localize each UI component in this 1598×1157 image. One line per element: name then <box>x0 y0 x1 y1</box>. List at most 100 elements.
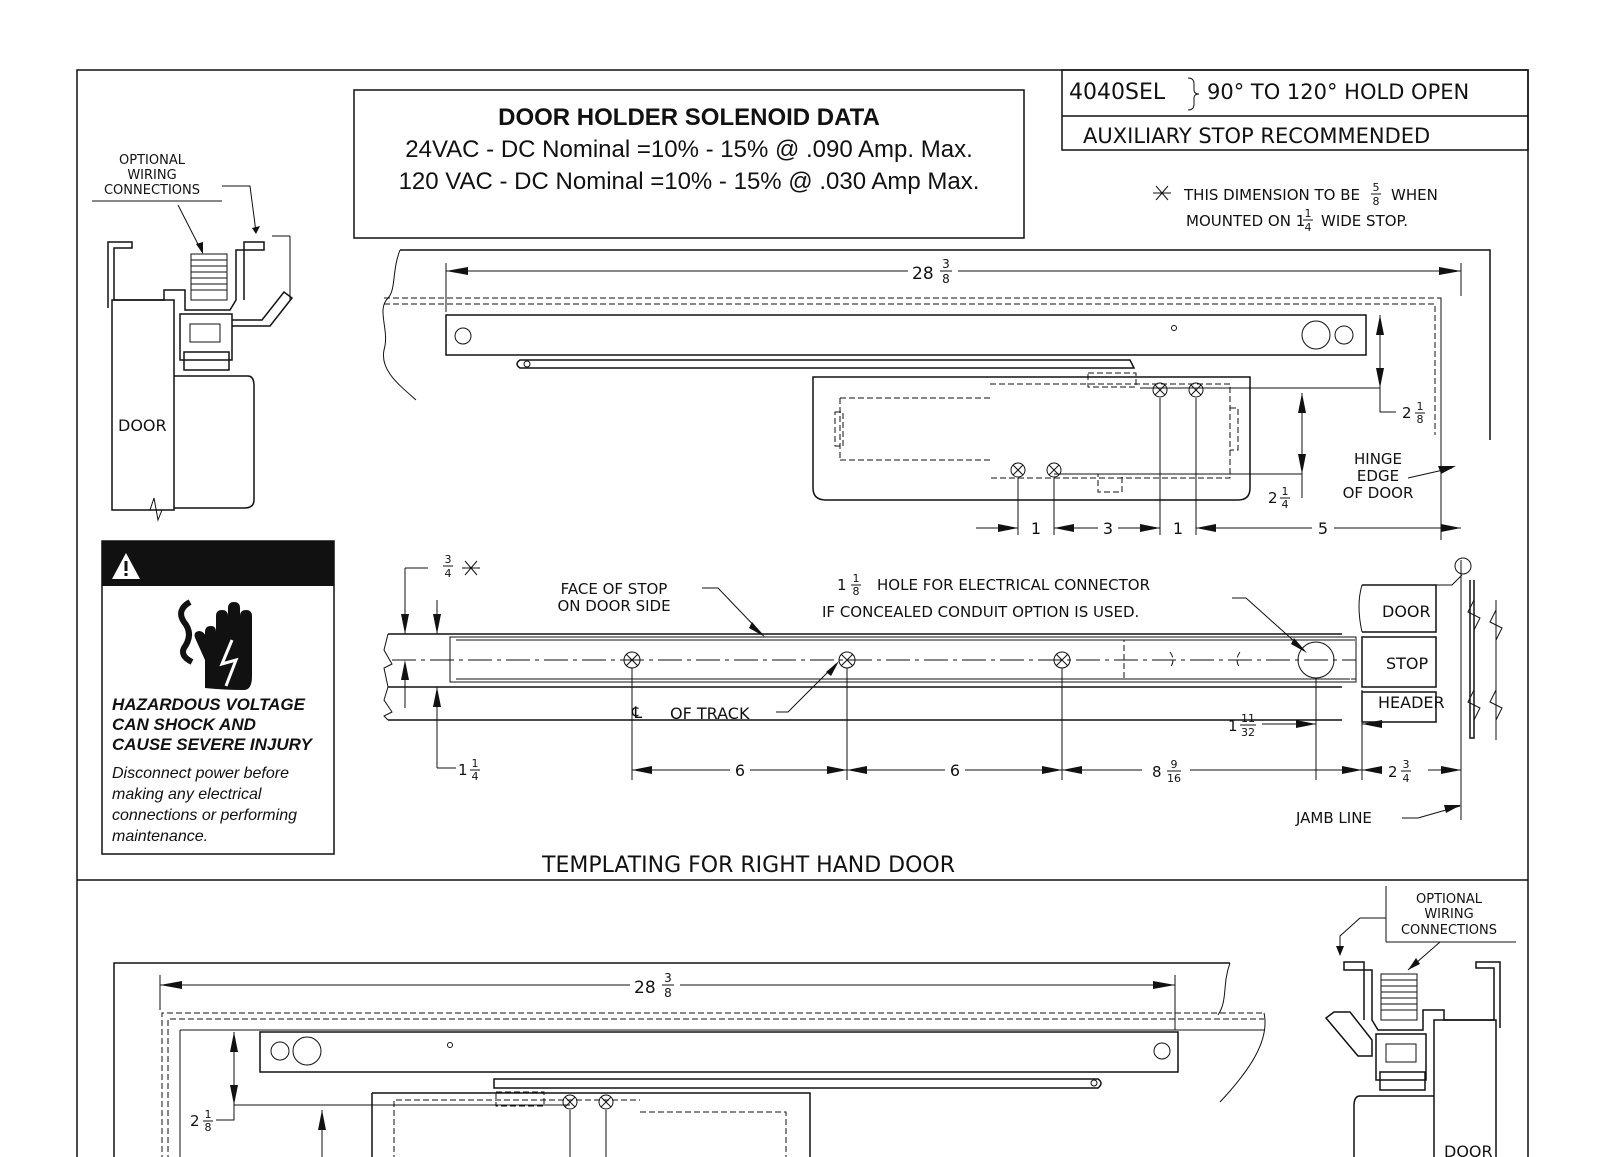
svg-text:OF DOOR: OF DOOR <box>1343 484 1414 502</box>
svg-text:THIS DIMENSION TO BE: THIS DIMENSION TO BE <box>1183 186 1360 204</box>
svg-text:CONNECTIONS: CONNECTIONS <box>1401 923 1497 938</box>
elevation-view: DOOR STOP HEADER 3 4 1 1 4 <box>383 553 1503 878</box>
svg-text:1: 1 <box>205 1108 212 1121</box>
svg-text:2: 2 <box>1402 404 1412 422</box>
instruction-line: Disconnect power before <box>112 765 289 782</box>
svg-text:1: 1 <box>837 576 847 594</box>
optional-wiring-label: OPTIONAL <box>1416 892 1483 907</box>
svg-text:3: 3 <box>445 553 452 566</box>
svg-text:3: 3 <box>1103 519 1113 538</box>
solenoid-title: DOOR HOLDER SOLENOID DATA <box>498 104 880 131</box>
svg-text:1: 1 <box>1173 519 1183 538</box>
svg-text:ON DOOR SIDE: ON DOOR SIDE <box>557 597 670 615</box>
solenoid-data-box <box>353 89 1025 239</box>
svg-text:HOLE FOR ELECTRICAL CONNECTOR: HOLE FOR ELECTRICAL CONNECTOR <box>877 576 1150 594</box>
svg-text:8: 8 <box>1417 413 1424 426</box>
asterisk-icon <box>1153 185 1171 201</box>
svg-text:1: 1 <box>1228 717 1238 735</box>
svg-text:4: 4 <box>1305 221 1312 234</box>
cl-track-label: OF TRACK <box>670 704 750 723</box>
svg-text:3: 3 <box>664 971 672 985</box>
model-number: 4040SEL <box>1069 80 1166 105</box>
section-view-bottom-right: OPTIONAL WIRING CONNECTIONS DOOR <box>1324 886 1516 1157</box>
svg-text:1: 1 <box>458 761 468 779</box>
door-label-elevation: DOOR <box>1382 602 1431 621</box>
svg-text:32: 32 <box>1241 726 1255 739</box>
dimension-note: THIS DIMENSION TO BE 5 8 WHEN MOUNTED ON… <box>1153 181 1438 234</box>
templating-caption: TEMPLATING FOR RIGHT HAND DOOR <box>541 853 955 878</box>
door-label: DOOR <box>118 416 167 435</box>
svg-text:6: 6 <box>735 761 745 780</box>
svg-text:4: 4 <box>472 770 479 783</box>
svg-text:connections or performing: connections or performing <box>112 807 297 824</box>
svg-text:1: 1 <box>853 572 860 585</box>
svg-text:8: 8 <box>1373 195 1380 208</box>
section-view-top-left: OPTIONAL WIRING CONNECTIONS DOOR <box>92 153 294 522</box>
svg-text:3: 3 <box>1403 758 1410 771</box>
face-of-stop-label: FACE OF STOP <box>561 580 668 598</box>
svg-text:5: 5 <box>1373 181 1380 194</box>
svg-text:2: 2 <box>1388 763 1398 781</box>
svg-text:1: 1 <box>472 757 479 770</box>
svg-text:2: 2 <box>1268 489 1278 507</box>
centerline-symbol: ℄ <box>631 703 643 722</box>
hazard-line: HAZARDOUS VOLTAGE <box>112 695 306 714</box>
plan-view-top: 28 3 8 2 1 8 2 1 4 HINGE EDGE OF DOOR <box>382 249 1491 540</box>
svg-text:8: 8 <box>942 272 950 286</box>
warning-heading: WARNING <box>146 551 296 586</box>
svg-text:8: 8 <box>853 585 860 598</box>
sheet-border <box>76 69 1529 1157</box>
svg-text:5: 5 <box>1318 519 1328 538</box>
svg-text:8: 8 <box>664 986 672 1000</box>
stop-label: STOP <box>1386 654 1429 673</box>
svg-text:WIRING: WIRING <box>127 168 176 183</box>
svg-text:6: 6 <box>950 761 960 780</box>
hold-open-text: 90° TO 120° HOLD OPEN <box>1207 80 1469 104</box>
solenoid-line-120vac: 120 VAC - DC Nominal =10% - 15% @ .030 A… <box>398 168 980 195</box>
svg-text:1: 1 <box>1305 207 1312 220</box>
brace-icon <box>1187 77 1200 111</box>
svg-text:CONNECTIONS: CONNECTIONS <box>104 183 200 198</box>
optional-wiring-label: OPTIONAL <box>119 153 186 168</box>
svg-text:1: 1 <box>1282 485 1289 498</box>
svg-text:1: 1 <box>1031 519 1041 538</box>
warning-label: WARNING HAZARDOUS VOLTAGE CAN SHOCK AND … <box>101 540 335 855</box>
jamb-line-label: JAMB LINE <box>1295 809 1372 827</box>
svg-text:8: 8 <box>205 1121 212 1134</box>
screw-spacing-dims: 6 6 8 9 16 2 3 4 <box>631 560 1462 820</box>
svg-text:4: 4 <box>445 567 452 580</box>
svg-text:28: 28 <box>912 264 934 284</box>
svg-text:making any electrical: making any electrical <box>112 786 262 803</box>
svg-text:WIDE STOP.: WIDE STOP. <box>1321 212 1408 230</box>
svg-text:CAUSE SEVERE INJURY: CAUSE SEVERE INJURY <box>112 735 314 754</box>
plan-view-bottom: 28 3 8 2 1 8 <box>113 962 1266 1157</box>
svg-text:WIRING: WIRING <box>1424 907 1473 922</box>
solenoid-data-text: DOOR HOLDER SOLENOID DATA 24VAC - DC Nom… <box>354 90 1024 238</box>
svg-text:9: 9 <box>1171 758 1178 771</box>
solenoid-line-24vac: 24VAC - DC Nominal =10% - 15% @ .090 Amp… <box>405 136 973 163</box>
asterisk-icon <box>462 560 480 576</box>
svg-text:3: 3 <box>942 257 950 271</box>
electric-hand-icon <box>178 599 252 690</box>
svg-text:1: 1 <box>1417 400 1424 413</box>
svg-text:EDGE: EDGE <box>1357 467 1399 485</box>
hinge-edge-label: HINGE <box>1354 450 1402 468</box>
mounting-screws <box>1010 382 1204 478</box>
svg-text:maintenance.: maintenance. <box>112 828 208 845</box>
svg-text:CAN SHOCK AND: CAN SHOCK AND <box>112 715 256 734</box>
door-label-bottom: DOOR <box>1444 1142 1493 1157</box>
svg-text:11: 11 <box>1241 712 1255 725</box>
svg-text:4: 4 <box>1282 498 1289 511</box>
svg-text:8: 8 <box>1152 763 1162 781</box>
mount-spacing-dims: 1 3 1 5 <box>976 398 1461 538</box>
hinge-pivot-icon <box>1454 557 1472 575</box>
svg-text:IF CONCEALED CONDUIT OPTION IS: IF CONCEALED CONDUIT OPTION IS USED. <box>822 603 1139 621</box>
recommendation-text: AUXILIARY STOP RECOMMENDED <box>1083 124 1430 148</box>
svg-text:28: 28 <box>634 978 656 998</box>
svg-text:WHEN: WHEN <box>1391 186 1438 204</box>
title-block: 4040SEL 90° TO 120° HOLD OPEN AUXILIARY … <box>1061 69 1529 151</box>
header-label: HEADER <box>1378 693 1445 712</box>
svg-text:2: 2 <box>190 1112 200 1130</box>
svg-text:4: 4 <box>1403 772 1410 785</box>
